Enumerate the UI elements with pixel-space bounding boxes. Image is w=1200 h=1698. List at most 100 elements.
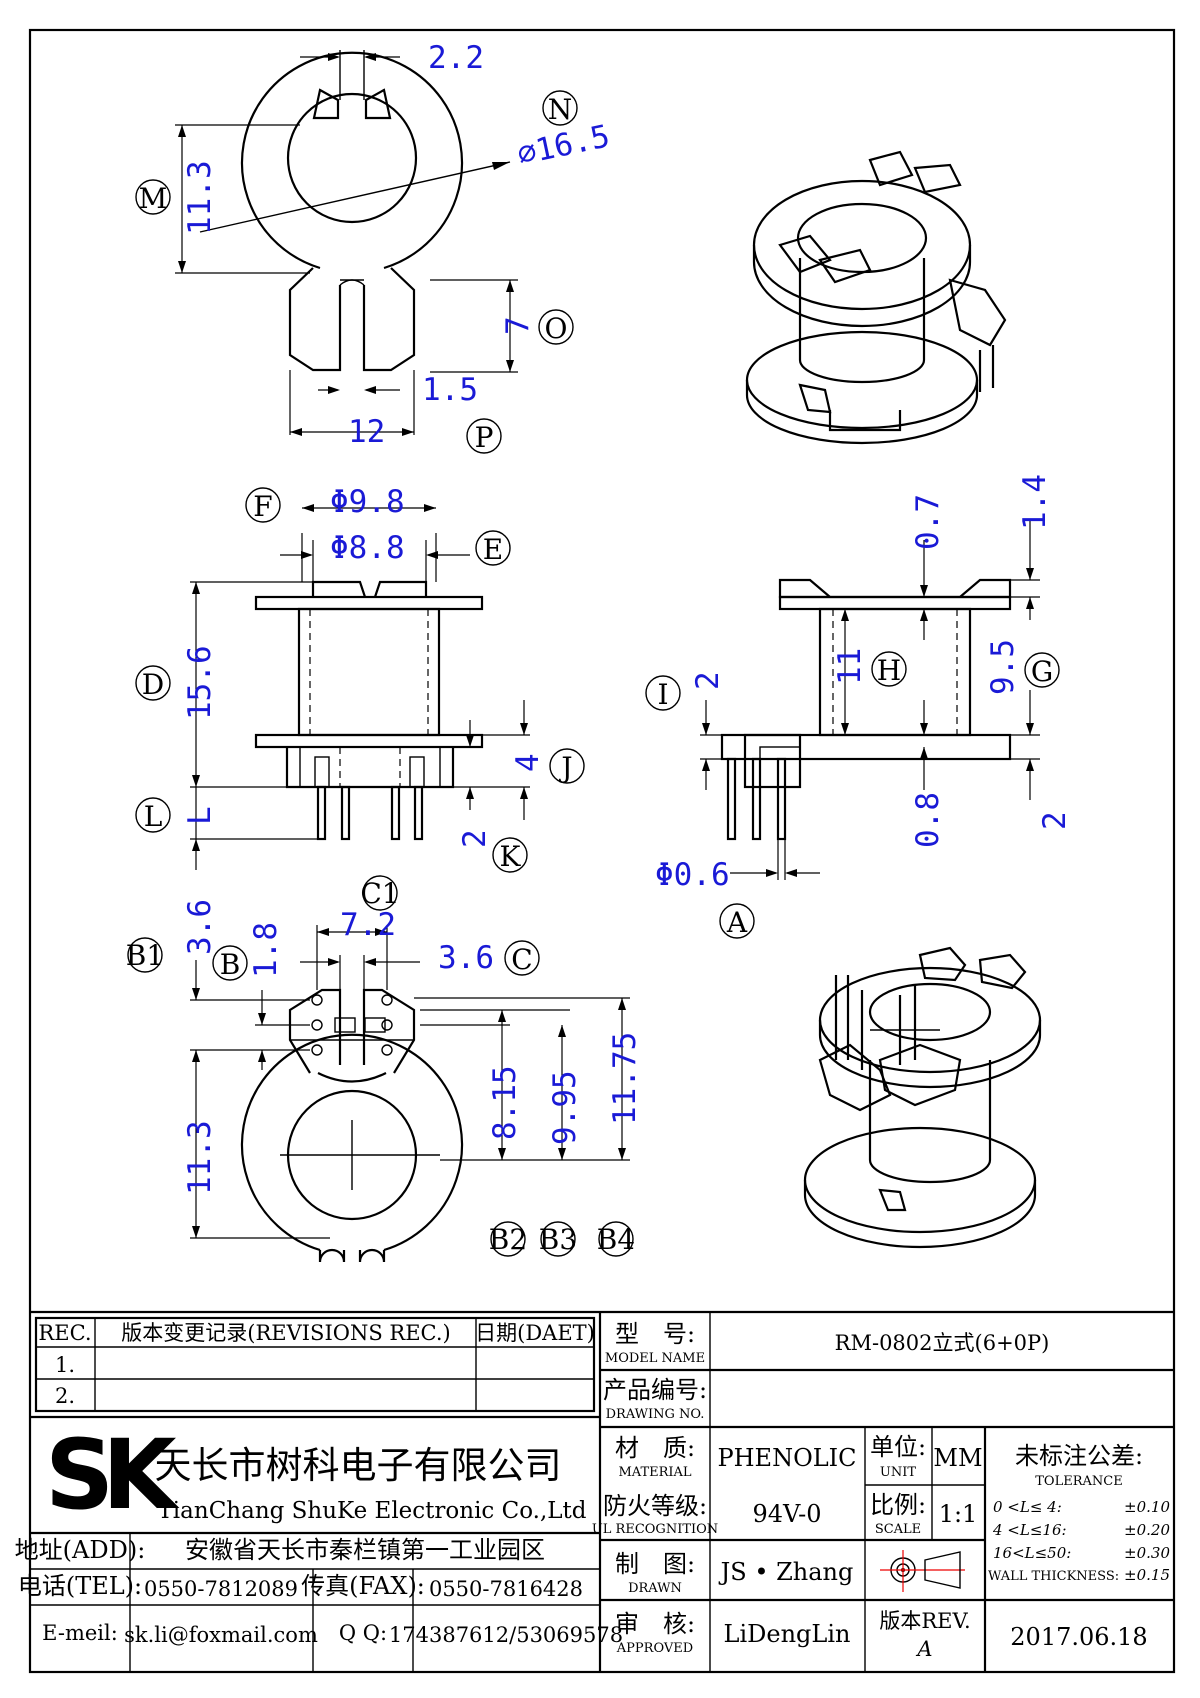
label-A: A: [726, 906, 748, 939]
iso-view-bottom: [803, 946, 1042, 1249]
tolerance-label-cn: 未标注公差:: [1015, 1442, 1143, 1470]
label-M: M: [139, 182, 168, 215]
dim-0-7: 0.7: [910, 494, 946, 550]
fax-label: 传真(FAX):: [301, 1572, 425, 1600]
rev-label: 版本REV.: [879, 1609, 970, 1633]
scale-label-cn: 比例:: [870, 1491, 926, 1519]
date-value: 2017.06.18: [1010, 1623, 1147, 1651]
dim-16-5: ⌀16.5: [514, 118, 613, 173]
dim-phi-8-8: Φ8.8: [330, 530, 405, 566]
address-label: 地址(ADD):: [15, 1536, 146, 1564]
label-F: F: [253, 490, 272, 523]
tol-range-2: 4 <L≤16:: [992, 1521, 1067, 1539]
wall-thickness-label: WALL THICKNESS:: [988, 1569, 1119, 1584]
ul-label-cn: 防火等级:: [603, 1492, 707, 1520]
label-P: P: [475, 421, 494, 454]
drawn-value: JS • Zhang: [718, 1558, 854, 1586]
dim-2-right-b: 2: [1037, 811, 1073, 830]
rev-header: REC.: [38, 1321, 91, 1345]
label-D: D: [142, 668, 164, 701]
dim-4: 4: [510, 753, 546, 772]
drawn-label-cn: 制 图:: [615, 1550, 695, 1578]
dim-2-2: 2.2: [428, 40, 484, 76]
dim-3-6-left: 3.6: [182, 899, 218, 955]
dim-1-8: 1.8: [248, 922, 284, 978]
dim-1-5: 1.5: [422, 372, 478, 408]
dim-12: 12: [348, 414, 385, 450]
dim-0-8: 0.8: [910, 792, 946, 848]
label-C: C: [511, 943, 532, 976]
ul-label-en: UL RECOGNITION: [592, 1522, 718, 1537]
wall-thickness-value: ±0.15: [1124, 1566, 1170, 1584]
title-block-frame: [30, 1310, 1174, 1672]
qq: 174387612/53069578: [389, 1623, 623, 1647]
ul-value: 94V-0: [752, 1500, 821, 1528]
tol-range-1: 0 <L≤ 4:: [993, 1498, 1062, 1516]
dim-9-95: 9.95: [547, 1070, 583, 1145]
material-label-cn: 材 质:: [615, 1434, 695, 1462]
unit-label-en: UNIT: [880, 1465, 916, 1480]
tol-range-3: 16<L≤50:: [993, 1544, 1071, 1562]
label-B: B: [220, 948, 241, 981]
model-label-en: MODEL NAME: [605, 1351, 705, 1366]
top-view: [175, 50, 518, 436]
dim-7: 7: [500, 316, 536, 335]
label-L: L: [144, 800, 163, 833]
iso-view-top: [745, 150, 1007, 445]
rev-row-2: 2.: [55, 1384, 75, 1408]
dim-phi-0-6: Φ0.6: [655, 857, 730, 893]
scale-value: 1:1: [939, 1500, 978, 1528]
label-B1: B1: [126, 939, 164, 972]
tel-label: 电话(TEL):: [18, 1572, 142, 1600]
approved-label-en: APPROVED: [616, 1641, 693, 1656]
email: sk.li@foxmail.com: [124, 1623, 318, 1647]
dim-11-75: 11.75: [607, 1032, 643, 1125]
dim-9-5: 9.5: [985, 639, 1021, 695]
label-J: J: [558, 751, 572, 784]
model-label-cn: 型 号:: [615, 1320, 695, 1348]
approved-value: LiDengLin: [724, 1620, 851, 1648]
sheet-border: [28, 28, 1176, 1674]
label-C1: C1: [360, 877, 399, 910]
label-H: H: [877, 654, 901, 687]
drawing-label-en: DRAWING NO.: [606, 1407, 705, 1422]
tol-val-1: ±0.10: [1124, 1498, 1170, 1516]
dim-15-6: 15.6: [182, 645, 218, 720]
dim-11-3-bottom: 11.3: [182, 1120, 218, 1195]
label-I: I: [657, 678, 668, 711]
dim-L: L: [182, 806, 218, 825]
rev-value: A: [915, 1637, 932, 1661]
label-N: N: [548, 93, 573, 126]
right-view: [700, 520, 1040, 880]
approved-label-cn: 审 核:: [615, 1610, 695, 1638]
address: 安徽省天长市秦栏镇第一工业园区: [185, 1536, 545, 1564]
label-E: E: [483, 533, 503, 566]
tol-val-3: ±0.30: [1124, 1544, 1170, 1562]
dim-11-3-top: 11.3: [182, 160, 218, 235]
dim-8-15: 8.15: [487, 1065, 523, 1140]
label-O: O: [545, 312, 568, 345]
qq-label: Q Q:: [339, 1621, 387, 1645]
company-name-en: TianChang ShuKe Electronic Co.,Ltd: [157, 1498, 586, 1524]
dim-1-4: 1.4: [1017, 474, 1053, 530]
unit-label-cn: 单位:: [870, 1433, 926, 1461]
unit-value: MM: [933, 1444, 982, 1472]
bottom-view: [190, 925, 630, 1263]
label-B4: B4: [597, 1223, 635, 1256]
dim-2-right-a: 2: [690, 671, 726, 690]
tolerance-label-en: TOLERANCE: [1035, 1474, 1122, 1489]
fax: 0550-7816428: [429, 1577, 583, 1601]
rev-title: 版本变更记录(REVISIONS REC.): [121, 1321, 450, 1345]
tol-val-2: ±0.20: [1124, 1521, 1170, 1539]
dim-phi-9-8: Φ9.8: [330, 484, 405, 520]
dim-7-2: 7.2: [340, 907, 396, 943]
rev-row-1: 1.: [55, 1353, 75, 1377]
drawing-label-cn: 产品编号:: [603, 1376, 707, 1404]
dim-2-side: 2: [457, 829, 493, 848]
email-label: E-meil:: [42, 1621, 118, 1645]
circle-labels: N M O P F E D L J K I H G A C1 B1 B C B2…: [126, 90, 1060, 1257]
scale-label-en: SCALE: [875, 1522, 921, 1537]
date-header: 日期(DAET): [475, 1321, 595, 1345]
